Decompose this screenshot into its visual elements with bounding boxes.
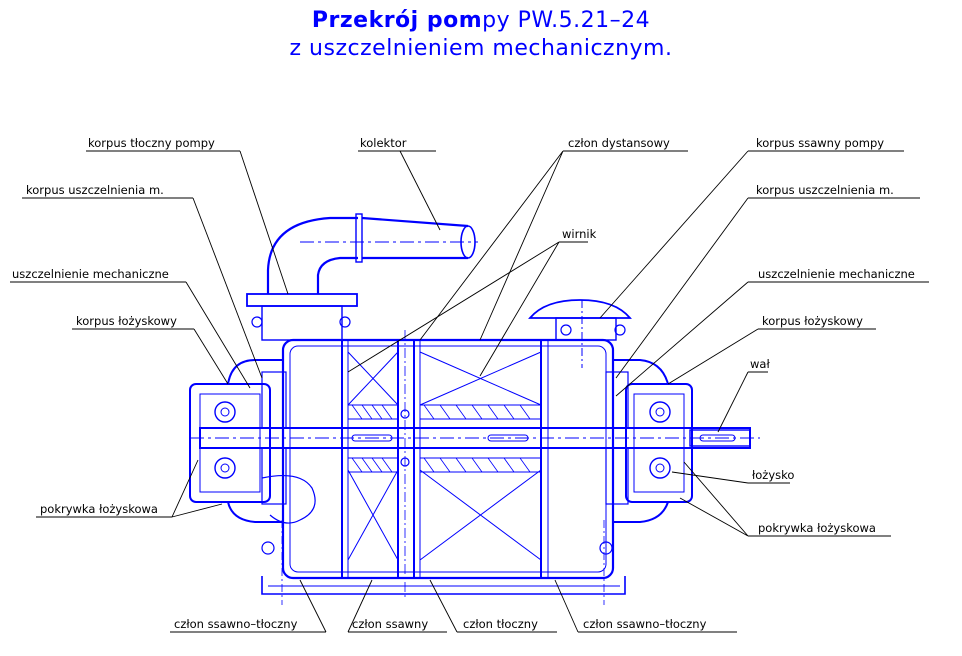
label-uszczelnienie-mech-right: uszczelnienie mechaniczne xyxy=(758,267,915,281)
title-bold-part: Przekrój pom xyxy=(311,8,483,33)
callout-labels: korpus tłoczny pompy kolektor człon dyst… xyxy=(12,136,915,631)
label-lozysko: łożysko xyxy=(752,468,794,482)
drawing-title-line1: Przekrój pompy PW.5.21–24 xyxy=(0,8,962,33)
drawing-title-line2: z uszczelnieniem mechanicznym. xyxy=(289,36,673,61)
label-korpus-lozyskowy-right: korpus łożyskowy xyxy=(762,314,863,328)
label-wal: wał xyxy=(750,357,770,371)
label-korpus-ssawny: korpus ssawny pompy xyxy=(756,136,884,150)
label-korpus-tloczny: korpus tłoczny pompy xyxy=(88,136,215,150)
label-korpus-uszczelnienia-right: korpus uszczelnienia m. xyxy=(756,183,894,197)
label-pokrywka-left: pokrywka łożyskowa xyxy=(40,502,158,516)
label-korpus-uszczelnienia-left: korpus uszczelnienia m. xyxy=(26,183,164,197)
label-kolektor: kolektor xyxy=(360,136,407,150)
label-czlon-ssawno-tloczny-right: człon ssawno–tłoczny xyxy=(583,617,707,631)
label-wirnik: wirnik xyxy=(562,227,597,241)
leader-lines xyxy=(10,150,929,633)
label-uszczelnienie-mech-left: uszczelnienie mechaniczne xyxy=(12,267,169,281)
label-pokrywka-right: pokrywka łożyskowa xyxy=(758,521,876,535)
label-czlon-dystansowy: człon dystansowy xyxy=(568,136,670,150)
label-czlon-ssawny: człon ssawny xyxy=(352,617,428,631)
label-korpus-lozyskowy-left: korpus łożyskowy xyxy=(76,314,177,328)
label-czlon-ssawno-tloczny-left: człon ssawno–tłoczny xyxy=(174,617,298,631)
title-rest-part: py PW.5.21–24 xyxy=(482,8,651,33)
label-czlon-tloczny: człon tłoczny xyxy=(463,617,538,631)
pump-body xyxy=(189,213,760,605)
